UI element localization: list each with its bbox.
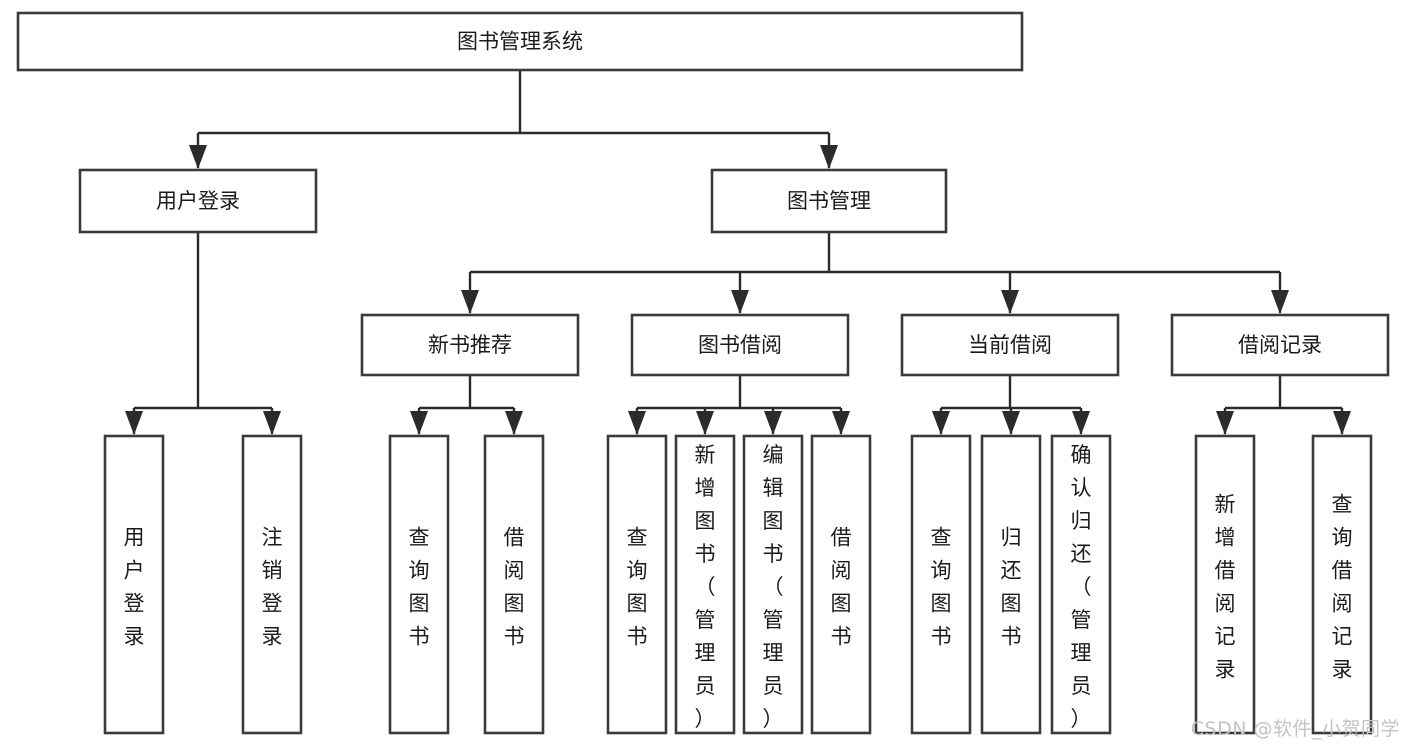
leaf-node-8[interactable]: 查询图书	[910, 434, 972, 735]
leaf-node-10[interactable]: 确认归还（管理员）	[1050, 434, 1112, 735]
arrow-down-icon	[1333, 411, 1351, 435]
arrow-down-icon	[628, 411, 646, 435]
node-label: 新增借阅记录	[1215, 493, 1236, 682]
arrow-down-icon	[1216, 411, 1234, 435]
connector-layer	[125, 70, 1351, 435]
node-label: 当前借阅	[968, 333, 1052, 357]
node-box	[980, 434, 1042, 735]
level3-node-2[interactable]: 当前借阅	[900, 313, 1120, 377]
node-layer: 图书管理系统用户登录图书管理新书推荐图书借阅当前借阅借阅记录用户登录注销登录查询…	[16, 11, 1390, 735]
node-label: 借阅图书	[504, 526, 525, 649]
node-box	[103, 434, 165, 735]
node-box	[742, 434, 804, 735]
leaf-node-2[interactable]: 查询图书	[388, 434, 450, 735]
node-label: 归还图书	[1001, 526, 1022, 649]
node-label: 借阅图书	[831, 526, 852, 649]
node-label: 图书借阅	[698, 333, 782, 357]
node-box	[1194, 434, 1256, 735]
node-box	[674, 434, 736, 735]
node-box	[710, 168, 948, 234]
node-label: 查询图书	[627, 526, 648, 649]
node-box	[1170, 313, 1390, 377]
leaf-node-4[interactable]: 查询图书	[606, 434, 668, 735]
node-label: 注销登录	[262, 526, 283, 649]
node-box	[78, 168, 318, 234]
leaf-node-6[interactable]: 编辑图书（管理员）	[742, 434, 804, 735]
node-label: 用户登录	[156, 189, 240, 213]
node-label: 新书推荐	[428, 333, 512, 357]
node-box	[360, 313, 580, 377]
node-label: 确认归还（管理员）	[1071, 443, 1092, 731]
root-node-图书管理系统[interactable]: 图书管理系统	[16, 11, 1024, 72]
leaf-node-0[interactable]: 用户登录	[103, 434, 165, 735]
arrow-down-icon	[1002, 411, 1020, 435]
arrow-down-icon	[832, 411, 850, 435]
arrow-down-icon	[263, 411, 281, 435]
node-label: 新增图书（管理员）	[695, 443, 716, 731]
leaf-node-3[interactable]: 借阅图书	[483, 434, 545, 735]
node-label: 借阅记录	[1238, 333, 1322, 357]
watermark-label: CSDN @软件_小贺同学	[1190, 718, 1400, 740]
leaf-node-7[interactable]: 借阅图书	[810, 434, 872, 735]
node-box	[910, 434, 972, 735]
leaf-node-12[interactable]: 查询借阅记录	[1311, 434, 1373, 735]
arrow-down-icon	[1271, 290, 1289, 314]
level2-node-0[interactable]: 用户登录	[78, 168, 318, 234]
leaf-node-9[interactable]: 归还图书	[980, 434, 1042, 735]
arrow-down-icon	[696, 411, 714, 435]
node-box	[1050, 434, 1112, 735]
arrow-down-icon	[1001, 290, 1019, 314]
node-label: 查询图书	[409, 526, 430, 649]
arrow-down-icon	[764, 411, 782, 435]
leaf-node-1[interactable]: 注销登录	[241, 434, 303, 735]
node-label: 图书管理系统	[457, 30, 583, 54]
node-box	[606, 434, 668, 735]
level3-node-1[interactable]: 图书借阅	[630, 313, 850, 377]
arrow-down-icon	[505, 411, 523, 435]
node-box	[900, 313, 1120, 377]
arrow-down-icon	[932, 411, 950, 435]
node-box	[630, 313, 850, 377]
node-label: 查询图书	[931, 526, 952, 649]
arrow-down-icon	[820, 145, 838, 169]
node-box	[16, 11, 1024, 72]
level2-node-1[interactable]: 图书管理	[710, 168, 948, 234]
node-label: 图书管理	[787, 189, 871, 213]
node-label: 编辑图书（管理员）	[763, 443, 784, 731]
arrow-down-icon	[189, 145, 207, 169]
node-box	[388, 434, 450, 735]
arrow-down-icon	[1072, 411, 1090, 435]
level3-node-0[interactable]: 新书推荐	[360, 313, 580, 377]
node-label: 用户登录	[124, 526, 145, 649]
leaf-node-11[interactable]: 新增借阅记录	[1194, 434, 1256, 735]
arrow-down-icon	[461, 290, 479, 314]
node-box	[241, 434, 303, 735]
level3-node-3[interactable]: 借阅记录	[1170, 313, 1390, 377]
node-box	[810, 434, 872, 735]
arrow-down-icon	[125, 411, 143, 435]
node-label: 查询借阅记录	[1332, 493, 1353, 682]
node-box	[483, 434, 545, 735]
arrow-down-icon	[731, 290, 749, 314]
arrow-down-icon	[410, 411, 428, 435]
node-box	[1311, 434, 1373, 735]
leaf-node-5[interactable]: 新增图书（管理员）	[674, 434, 736, 735]
